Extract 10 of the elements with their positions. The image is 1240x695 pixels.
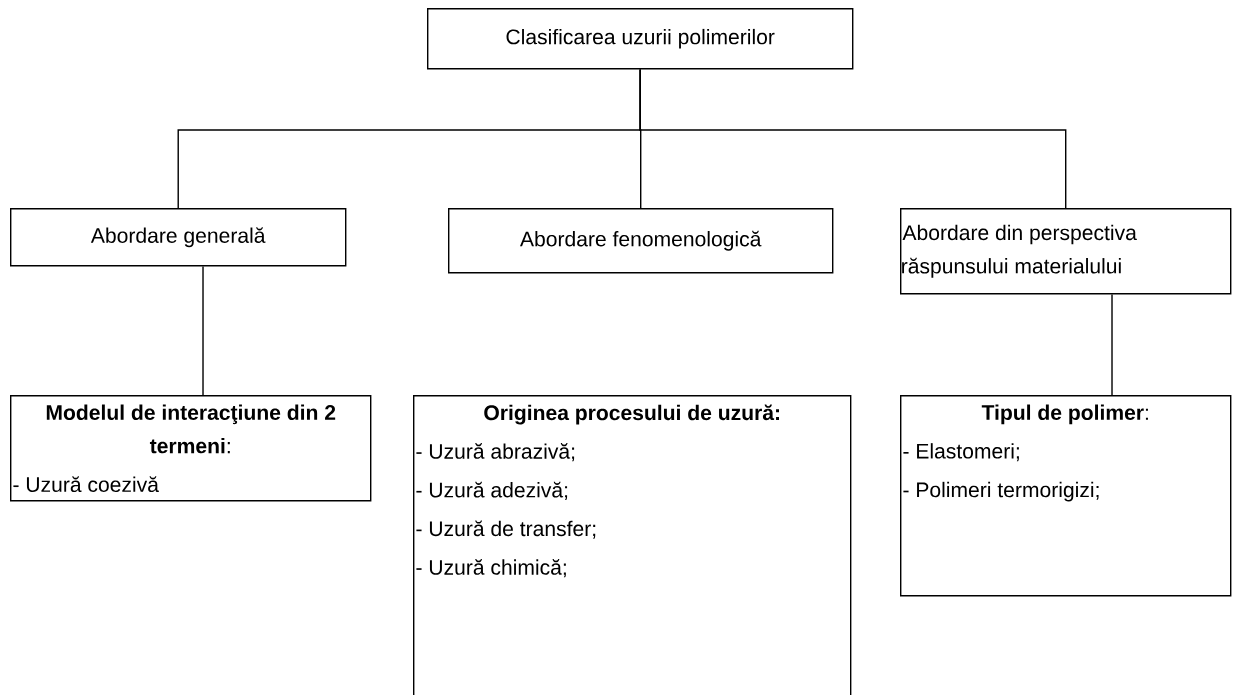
list-box: Modelul de interacţiune din 2 termeni: - Uzură coezivă [10, 395, 372, 502]
category-box: Abordare din perspectiva răspunsului materialului [900, 208, 1232, 295]
list-box: Originea procesului de uzură: - Uzură abrazivă; - Uzură adezivă; - Uzură de transfer; - Uzură chimică; [413, 395, 852, 695]
connector-line [202, 265, 204, 396]
connector-line [639, 68, 1067, 209]
connector-line [1111, 293, 1113, 396]
category-box: Abordare fenomenologică [448, 208, 834, 274]
category-box: Abordare generală [10, 208, 347, 267]
list-box: Tipul de polimer: - Elastomeri; - Polimeri termorigizi; [900, 395, 1232, 597]
title-box: Clasificarea uzurii polimerilor [427, 8, 854, 70]
